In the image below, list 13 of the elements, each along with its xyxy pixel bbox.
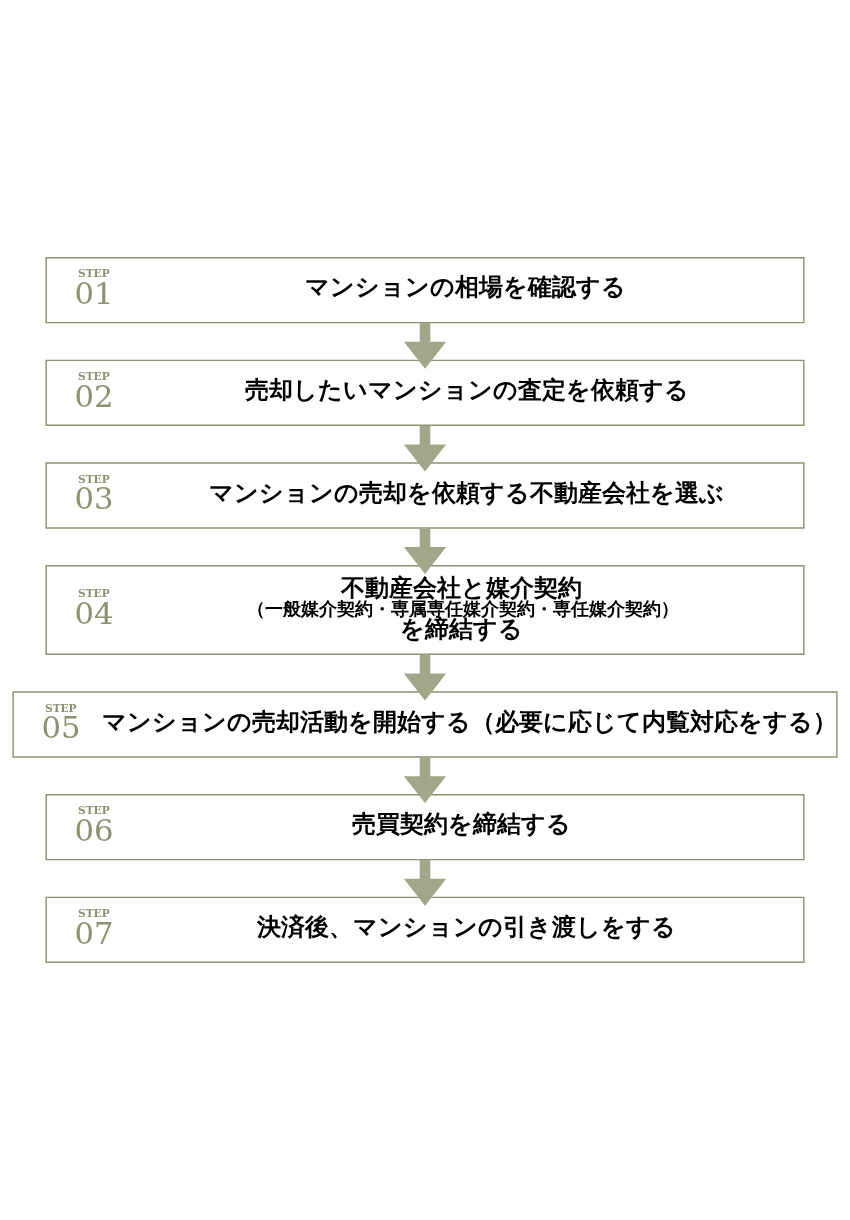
- node-box: STEP 06 売買契約を締結する: [45, 794, 805, 861]
- node-box: STEP 03 マンションの売却を依頼する不動産会社を選ぶ: [45, 462, 805, 529]
- arrow: [403, 323, 447, 369]
- arrow: [403, 528, 447, 574]
- node-box: STEP 05 マンションの売却活動を開始する（必要に応じて内覧対応をする）: [12, 691, 838, 758]
- arrow: [403, 757, 447, 804]
- node-box: STEP 02 売却したいマンションの査定を依頼する: [45, 359, 805, 426]
- node-box: STEP 07 決済後、マンションの引き渡しをする: [45, 896, 805, 963]
- arrow: [403, 860, 447, 906]
- node-box: STEP 04 不動産会社と媒介契約 （一般媒介契約・専属専任媒介契約・専任媒介契約） を締結する: [45, 565, 805, 655]
- node-box: STEP 01 マンションの相場を確認する: [45, 257, 805, 324]
- arrow: [403, 425, 447, 472]
- arrow: [403, 654, 447, 701]
